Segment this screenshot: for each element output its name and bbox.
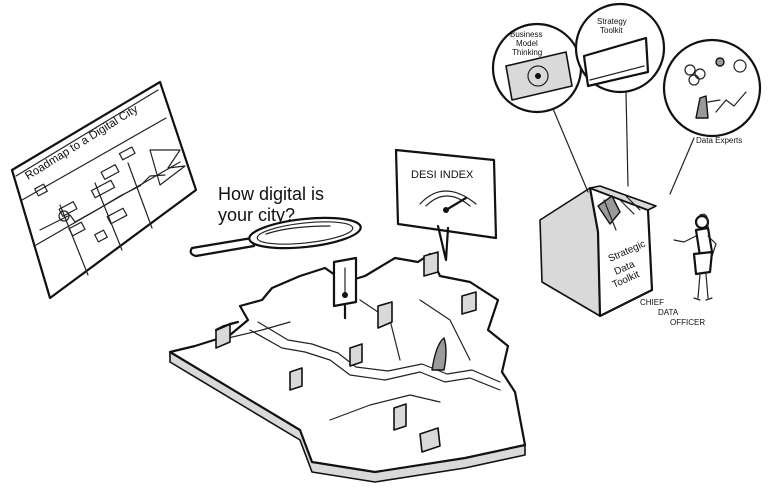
building-4 <box>289 367 303 391</box>
desi-index-title: DESI INDEX <box>411 169 474 181</box>
building-2 <box>377 301 393 329</box>
city-map <box>168 251 527 483</box>
bubble-strategy-line-2: Toolkit <box>600 26 623 35</box>
bubble-strategy-toolkit: Strategy Toolkit <box>574 2 666 94</box>
bubble-business-model: Business Model Thinking <box>491 22 583 114</box>
building-3 <box>349 343 363 367</box>
question-line-1: How digital is <box>218 184 324 204</box>
question-line-2: your city? <box>218 205 295 225</box>
building-5 <box>461 291 477 315</box>
chief-data-officer-figure: CHIEF DATA OFFICER <box>640 213 717 327</box>
desi-index-sign: DESI INDEX <box>394 148 498 262</box>
officer-line-3: OFFICER <box>670 318 705 327</box>
building-1 <box>214 320 240 349</box>
bubble-data-experts-label: Data Experts <box>696 136 742 145</box>
bubble-business-line-2: Model <box>516 39 538 48</box>
bubble-business-line-1: Business <box>510 30 542 39</box>
bubble-business-line-3: Thinking <box>512 48 542 57</box>
officer-line-2: DATA <box>658 308 679 317</box>
strategic-data-toolkit: Strategic Data Toolkit <box>539 185 657 318</box>
building-7 <box>393 403 407 431</box>
bubble-data-experts: Data Experts <box>662 38 762 145</box>
officer-line-1: CHIEF <box>640 298 664 307</box>
roadmap-poster: Roadmap to a Digital City <box>10 80 198 300</box>
building-8 <box>419 427 441 453</box>
tower <box>431 337 447 371</box>
magnifying-glass-icon <box>189 216 362 258</box>
thermometer-icon <box>332 256 358 320</box>
bubble-strategy-line-1: Strategy <box>597 17 627 26</box>
building-6 <box>423 251 439 277</box>
